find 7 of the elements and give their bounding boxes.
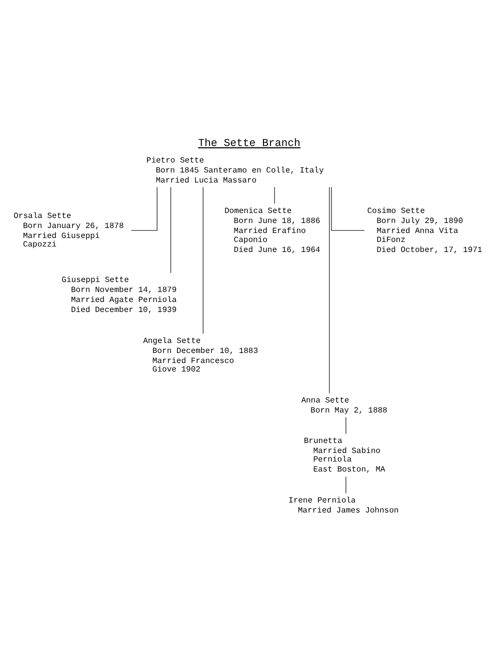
diagram-title: The Sette Branch [198,138,300,150]
connector [130,186,158,230]
connector [202,186,204,334]
connector [170,186,172,273]
connector [329,186,330,394]
connector [331,186,365,230]
connector [274,186,275,204]
